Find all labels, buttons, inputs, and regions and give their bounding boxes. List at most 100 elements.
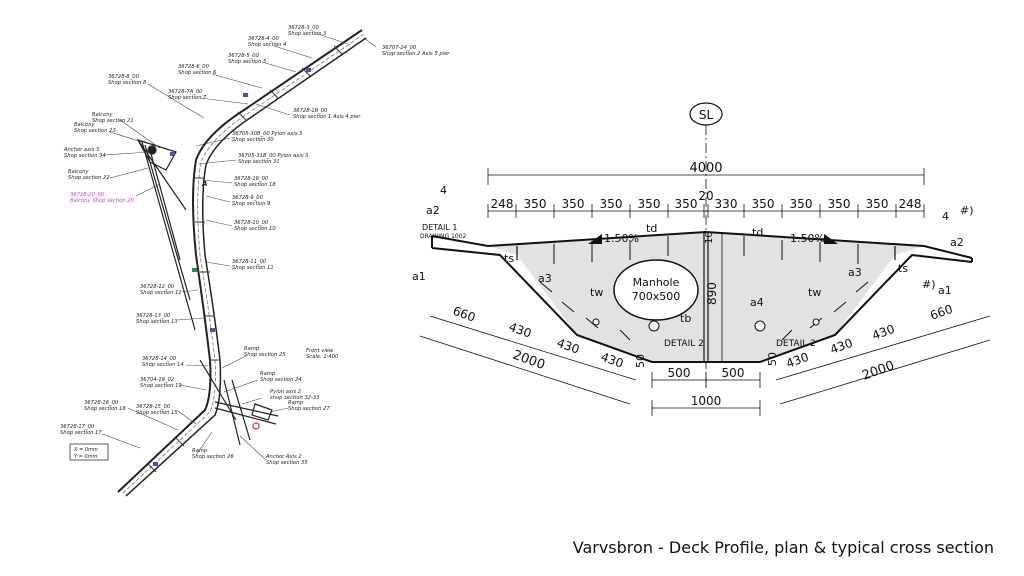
marker-a: A bbox=[201, 180, 207, 188]
plan-label-code: 36728-16_00 bbox=[84, 400, 119, 406]
top-dim: 350 bbox=[866, 197, 889, 211]
plan-label-code: Anchor axis 3 bbox=[63, 147, 99, 153]
plan-label-code: Balcony bbox=[68, 169, 89, 175]
manhole bbox=[613, 259, 699, 321]
plan-label-code: Pylon axis 2 bbox=[270, 389, 301, 395]
top-dim: 20 bbox=[698, 189, 713, 203]
plan-label-code: 36728-13_00 bbox=[136, 313, 171, 319]
plan-label-text: Shop section 21 bbox=[92, 118, 134, 124]
weld-a2-left: a2 bbox=[426, 204, 440, 217]
plan-label-code: 36728-3_00 bbox=[288, 25, 320, 31]
overall-width-dim: 4000 bbox=[689, 161, 722, 176]
bottom-dim: 500 bbox=[668, 366, 691, 380]
left-web-dim: 430 bbox=[555, 336, 581, 357]
plan-label-code: Anchor Axis 2 bbox=[265, 454, 302, 460]
plan-label-text: Shop section 8 bbox=[108, 80, 147, 86]
plan-label-text: shop section 32-33 bbox=[270, 395, 320, 401]
weld-a3-left: a3 bbox=[538, 272, 552, 285]
half-width-right: 2000 bbox=[860, 358, 896, 383]
detail1-drawing: DRAWING 1002 bbox=[420, 233, 467, 240]
thickness-td-right: td bbox=[752, 226, 763, 239]
slope-right: 1.50% bbox=[790, 232, 825, 245]
plan-label-text: Shop section 1 Axis 4 pier bbox=[293, 114, 361, 120]
plan-label-text: Shop section 34 bbox=[64, 153, 106, 159]
figure-caption: Varvsbron - Deck Profile, plan & typical… bbox=[572, 538, 994, 557]
left-web-dim: 660 bbox=[451, 304, 477, 325]
plan-label-code: Balcony bbox=[74, 122, 95, 128]
coordinate-legend: X = 0mm Y = 0mm bbox=[69, 443, 109, 461]
plan-label-code: Ramp bbox=[192, 448, 208, 454]
plan-label-code: 36728-14_00 bbox=[142, 356, 177, 362]
balcony-structure bbox=[136, 138, 196, 331]
slope-left: 1.50% bbox=[604, 232, 639, 245]
web-thickness: 10 bbox=[704, 231, 715, 244]
plan-label-text: Shop section 16 bbox=[84, 406, 126, 412]
detail2-left: DETAIL 2 bbox=[664, 339, 704, 349]
plan-label-code: 36728-10_00 bbox=[234, 220, 269, 226]
manhole-label: Manhole bbox=[633, 276, 680, 289]
plan-label-text: Shop section 26 bbox=[192, 454, 234, 460]
top-dim: 350 bbox=[600, 197, 623, 211]
plan-label-code: 36728-20_00 bbox=[70, 192, 105, 198]
plan-label-code: 36728-17_00 bbox=[60, 424, 95, 430]
plan-label-text: Shop section 13 bbox=[136, 319, 178, 325]
section-dividers bbox=[147, 45, 343, 473]
plan-label-text: Shop section 17 bbox=[60, 430, 102, 436]
plan-label-text: Shop section 15 bbox=[136, 410, 178, 416]
thickness-tb: tb bbox=[680, 312, 691, 325]
plan-label-text: Shop section 2 Axis 5 pier bbox=[382, 51, 450, 57]
plan-label-code: Balcony bbox=[92, 112, 113, 118]
deck-centerline bbox=[121, 33, 365, 495]
top-dim: 248 bbox=[899, 197, 922, 211]
half-width-left: 2000 bbox=[511, 348, 547, 373]
deck-plate bbox=[431, 230, 973, 259]
hash-mark-side: #) bbox=[922, 278, 936, 291]
edge-offset-left: 50 bbox=[634, 354, 647, 368]
top-dim: 248 bbox=[491, 197, 514, 211]
weld-a1-right: a1 bbox=[938, 284, 952, 297]
plan-label-code: 36728-18_00 bbox=[234, 176, 269, 182]
box-girder-outline bbox=[431, 247, 973, 363]
plan-label-code: Ramp bbox=[244, 346, 260, 352]
right-web-dim: 430 bbox=[784, 350, 810, 371]
plan-label-text: Shop section 4 bbox=[248, 42, 286, 48]
plan-label-text: Shop section 30 bbox=[232, 137, 274, 143]
deck-plan-view: 36728-3_00 Shop section 3 36728-4_00 Sho… bbox=[60, 25, 450, 497]
hash-mark-top: #) bbox=[960, 204, 974, 217]
section-marks bbox=[153, 68, 311, 466]
plan-label-text: Shop section 27 bbox=[288, 406, 330, 412]
plan-label-text: Shop section 14 bbox=[142, 362, 184, 368]
height-dim: 890 bbox=[705, 282, 719, 305]
thickness-tw-left: tw bbox=[590, 286, 603, 299]
weld-a3-right: a3 bbox=[848, 266, 862, 279]
typical-cross-section: SL 4000 248 350 350 350 350 350 20 330 3… bbox=[412, 102, 991, 416]
top-dim: 350 bbox=[790, 197, 813, 211]
plan-label-code: 36704-19_02 bbox=[140, 377, 174, 383]
top-dim: 350 bbox=[752, 197, 775, 211]
plan-label-code: 36728-12_00 bbox=[140, 284, 175, 290]
plan-label-text: Shop section 23 bbox=[74, 128, 116, 134]
edge-offset-right: 50 bbox=[766, 352, 779, 366]
plan-label-code: 36728-7A_00 bbox=[168, 89, 203, 95]
manhole-size: 700x500 bbox=[632, 290, 681, 303]
box-girder-fill bbox=[488, 232, 924, 362]
plan-label-code: 36728-15_00 bbox=[136, 404, 171, 410]
plan-label-code: 36705-30B_00 Pylon axis 3 bbox=[232, 131, 302, 137]
plan-label-code: Front view bbox=[306, 348, 334, 354]
plan-label-code: 36728-1B_00 bbox=[293, 108, 328, 114]
deck-outline-inner bbox=[125, 37, 367, 497]
thickness-ts-right: ts bbox=[898, 262, 908, 275]
plan-label-code: 36728-11_00 bbox=[232, 259, 267, 265]
plan-label-text: Shop section 11 bbox=[232, 265, 274, 271]
plan-label-text: Shop section 5 bbox=[228, 59, 267, 65]
leader-lines bbox=[101, 33, 377, 461]
plan-label-code: 36705-31B_00 Pylon axis 3 bbox=[238, 153, 308, 159]
plan-label-text: Shop section 35 bbox=[266, 460, 308, 466]
plan-label-code: 36728-5_00 bbox=[228, 53, 260, 59]
bottom-dim: 500 bbox=[722, 366, 745, 380]
weld-a4: a4 bbox=[750, 296, 764, 309]
bottom-width-dim: 1000 bbox=[691, 394, 722, 408]
stiffeners bbox=[539, 236, 869, 341]
right-web-dim: 660 bbox=[928, 302, 954, 323]
left-web-dim: 430 bbox=[599, 350, 625, 371]
